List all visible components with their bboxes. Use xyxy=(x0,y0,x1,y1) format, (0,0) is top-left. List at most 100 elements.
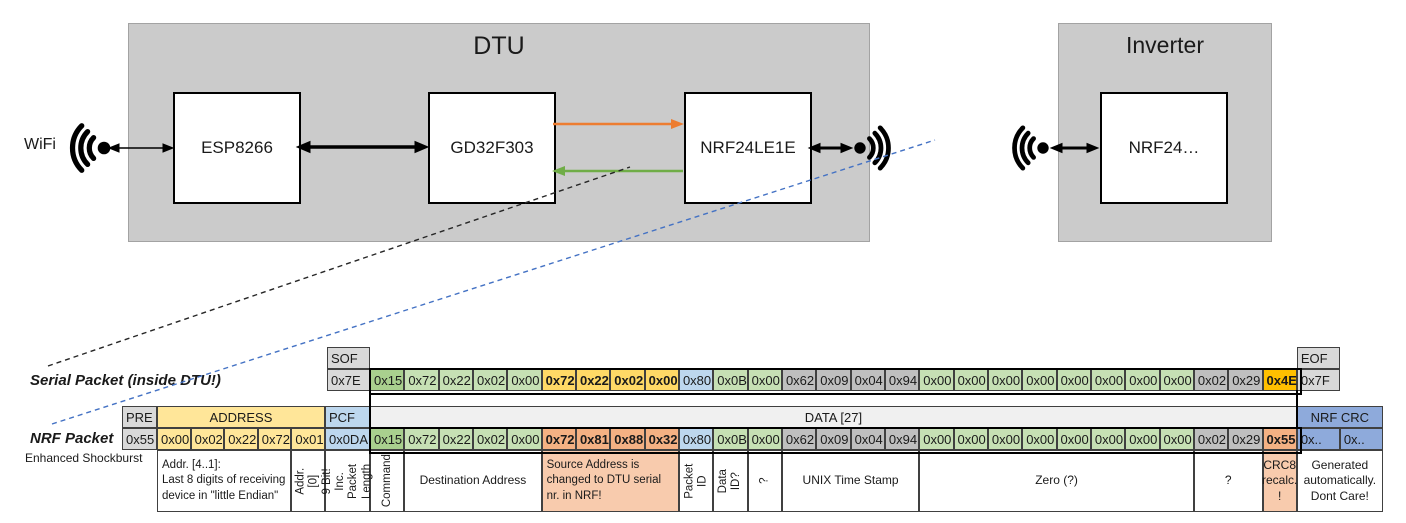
serial-byte-cell: 0x00 xyxy=(747,369,782,391)
nrf-byte-cell: 0x88 xyxy=(610,428,645,450)
serial-packet-label: Serial Packet (inside DTU!) xyxy=(30,372,221,389)
nrf-byte-cell: 0x62 xyxy=(781,428,817,450)
nrf-byte-cell: 0x00 xyxy=(1090,428,1126,450)
address-byte-cell: 0x01 xyxy=(291,428,325,450)
annotation-cell: Generated automatically. Dont Care! xyxy=(1296,450,1383,512)
serial-byte-cell: 0x00 xyxy=(644,369,679,391)
nrf-byte-cell: 0x72 xyxy=(404,428,439,450)
nrf-byte-cell: 0x32 xyxy=(644,428,679,450)
serial-byte-cell: 0x00 xyxy=(507,369,542,391)
nrf-crc-byte-cell: 0x.. xyxy=(1296,428,1340,450)
nrf-byte-cell: 0x00 xyxy=(1056,428,1091,450)
annotation-cell: Source Address is changed to DTU serial … xyxy=(541,450,679,512)
gd32f303-label: GD32F303 xyxy=(450,138,534,157)
annotation-cell: ? xyxy=(1193,450,1263,512)
serial-byte-cell: 0x00 xyxy=(987,369,1023,391)
serial-byte-cell: 0x22 xyxy=(575,369,611,391)
serial-byte-cell: 0x0B xyxy=(713,369,748,391)
nrf-byte-cell: 0x00 xyxy=(1022,428,1057,450)
nrf-byte-cell: 0x55 xyxy=(1262,428,1297,450)
nrf-byte-cell: 0x80 xyxy=(678,428,714,450)
nrf-byte-cell: 0x00 xyxy=(953,428,988,450)
nrf-byte-cell: 0x81 xyxy=(575,428,611,450)
nrf-byte-cell: 0x09 xyxy=(816,428,851,450)
nrf-byte-cell: 0x00 xyxy=(1125,428,1160,450)
address-header: ADDRESS xyxy=(157,406,325,428)
serial-byte-cell: 0x02 xyxy=(610,369,645,391)
nrf-byte-cell: 0x15 xyxy=(369,428,405,450)
serial-byte-cell: 0x4E xyxy=(1262,369,1297,391)
enhanced-shockburst-label: Enhanced Shockburst xyxy=(25,451,143,465)
nrf24le1e-chip: NRF24LE1E xyxy=(684,92,812,204)
annotation-cell: Zero (?) xyxy=(919,450,1194,512)
serial-byte-cell: 0x00 xyxy=(1125,369,1160,391)
nrf-byte-cell: 0x94 xyxy=(884,428,920,450)
nrf-byte-cell: 0x22 xyxy=(438,428,473,450)
serial-byte-cell: 0x00 xyxy=(1022,369,1057,391)
wifi-icon-left xyxy=(73,126,111,171)
inverter-title: Inverter xyxy=(1126,32,1204,58)
annotation-cell: Addr.[0] xyxy=(291,450,325,512)
annotation-cell: UNIX Time Stamp xyxy=(781,450,920,512)
annotation-cell: Packet ID xyxy=(678,450,714,512)
nrf24-inverter-label: NRF24… xyxy=(1128,138,1200,157)
nrf24-inverter-chip: NRF24… xyxy=(1100,92,1228,204)
nrf24le1e-label: NRF24LE1E xyxy=(700,138,796,157)
pcf-byte: 0x0DA xyxy=(324,428,370,450)
pre-byte: 0x55 xyxy=(122,428,157,450)
serial-byte-cell: 0x15 xyxy=(370,369,405,391)
nrf-byte-cell: 0x00 xyxy=(919,428,954,450)
serial-byte-cell: 0x00 xyxy=(1159,369,1194,391)
eof-byte: 0x7F xyxy=(1296,369,1340,391)
nrf-crc-byte-cell: 0x.. xyxy=(1339,428,1383,450)
address-byte-cell: 0x02 xyxy=(190,428,225,450)
serial-byte-cell: 0x02 xyxy=(472,369,508,391)
pcf-header: PCF xyxy=(324,406,370,428)
pre-header: PRE xyxy=(122,406,157,428)
serial-byte-cell: 0x00 xyxy=(1090,369,1126,391)
wifi-icon-inverter-rf xyxy=(1015,128,1049,168)
nrf-crc-header: NRF CRC xyxy=(1296,406,1383,428)
wifi-label: WiFi xyxy=(24,136,56,153)
serial-byte-cell: 0x80 xyxy=(678,369,714,391)
nrf-byte-cell: 0x02 xyxy=(1193,428,1229,450)
nrf-byte-cell: 0x00 xyxy=(987,428,1023,450)
serial-byte-cell: 0x04 xyxy=(850,369,885,391)
serial-byte-cell: 0x72 xyxy=(404,369,439,391)
address-byte-cell: 0x00 xyxy=(157,428,191,450)
serial-byte-cell: 0x94 xyxy=(884,369,920,391)
nrf-byte-cell: 0x00 xyxy=(747,428,782,450)
nrf-byte-cell: 0x0B xyxy=(713,428,748,450)
serial-byte-cell: 0x72 xyxy=(541,369,576,391)
address-byte-cell: 0x72 xyxy=(257,428,292,450)
serial-byte-cell: 0x00 xyxy=(953,369,988,391)
gd32f303-chip: GD32F303 xyxy=(428,92,556,204)
serial-byte-cell: 0x02 xyxy=(1193,369,1229,391)
nrf-byte-cell: 0x00 xyxy=(507,428,542,450)
sof-byte: 0x7E xyxy=(327,369,370,391)
serial-byte-cell: 0x00 xyxy=(919,369,954,391)
serial-byte-cell: 0x00 xyxy=(1056,369,1091,391)
annotation-cell: 9 Bit! Inc. Packet Length xyxy=(321,450,373,512)
annotation-cell: Data ID? xyxy=(713,450,748,512)
annotation-cell: Addr. [4..1]: Last 8 digits of receiving… xyxy=(157,450,292,512)
nrf-byte-cell: 0x72 xyxy=(541,428,576,450)
serial-byte-cell: 0x29 xyxy=(1228,369,1263,391)
sof-header: SOF xyxy=(327,347,370,369)
serial-byte-cell: 0x22 xyxy=(438,369,473,391)
nrf-packet-label: NRF Packet xyxy=(30,430,114,447)
annotation-cell: Destination Address xyxy=(404,450,542,512)
esp8266-chip: ESP8266 xyxy=(173,92,301,204)
annotation-cell: CRC8 recalc. ! xyxy=(1262,450,1297,512)
nrf-byte-cell: 0x00 xyxy=(1159,428,1194,450)
dtu-title: DTU xyxy=(473,32,525,60)
nrf-byte-cell: 0x29 xyxy=(1228,428,1263,450)
serial-byte-cell: 0x62 xyxy=(781,369,817,391)
data-header: DATA [27] xyxy=(369,406,1297,428)
annotation-cell: ? xyxy=(747,450,782,512)
address-byte-cell: 0x22 xyxy=(224,428,258,450)
nrf-byte-cell: 0x02 xyxy=(472,428,508,450)
